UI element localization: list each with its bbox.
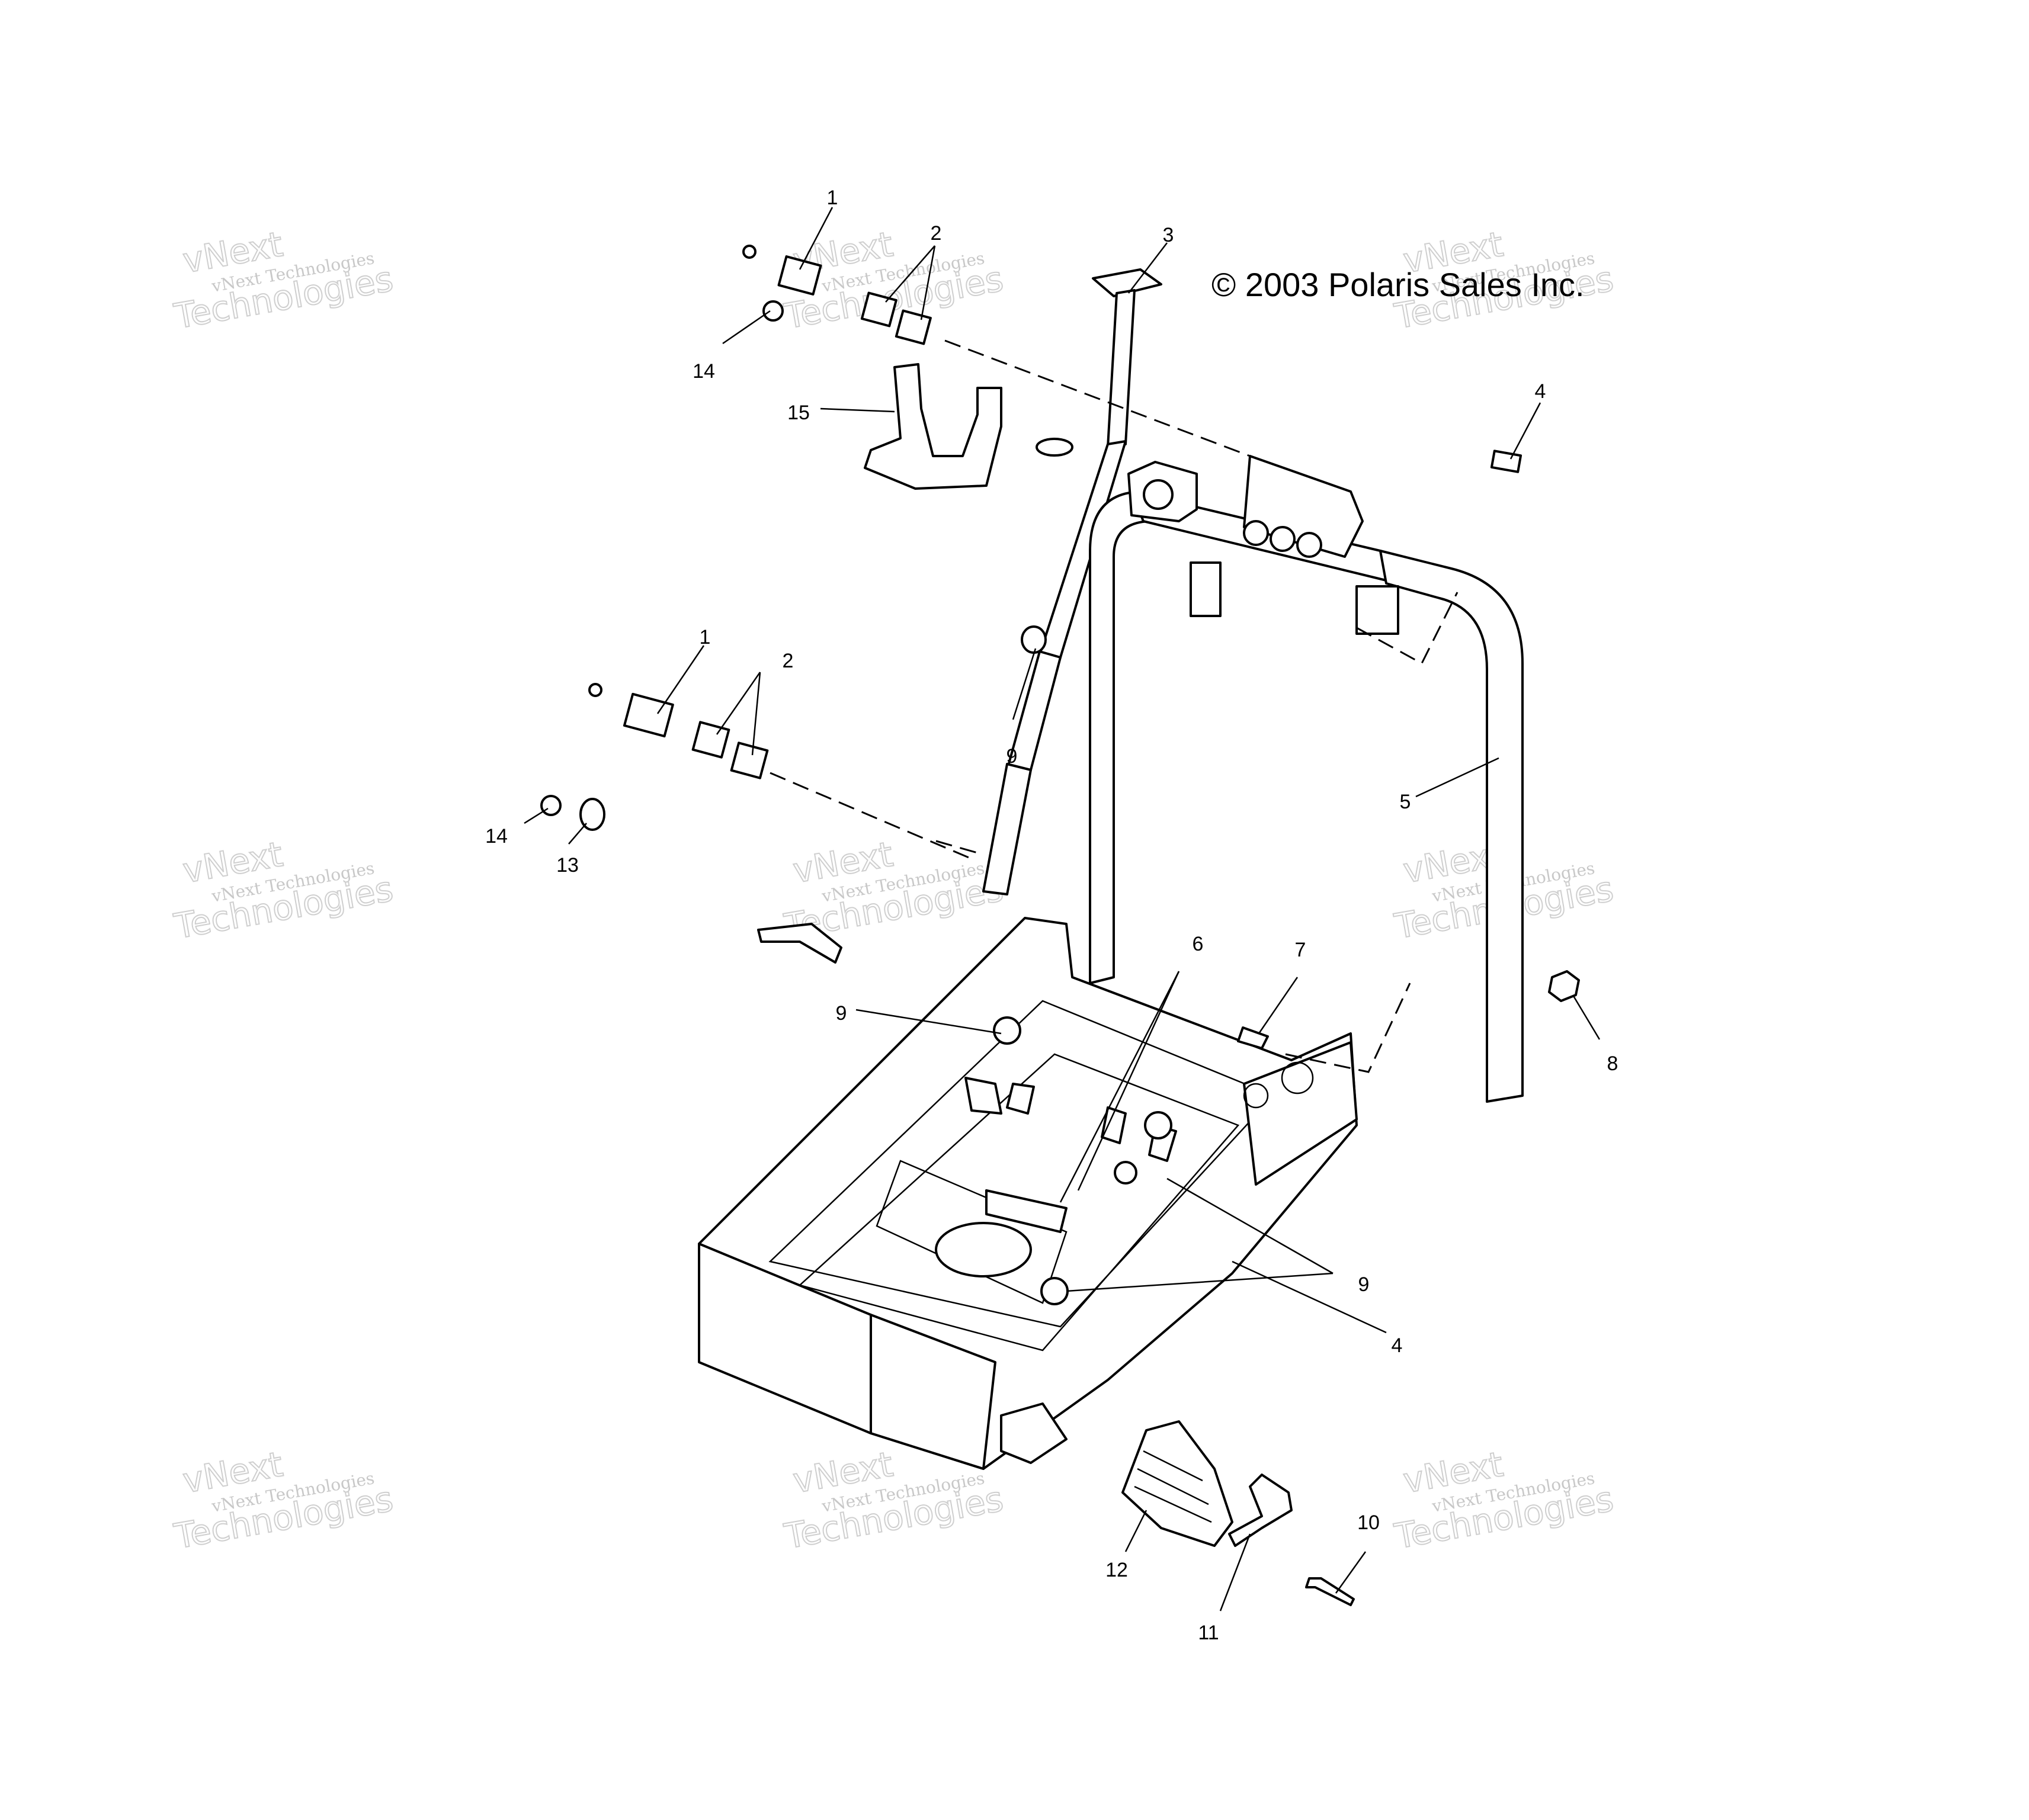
watermark: vNext vNext Technologies Technologies [171, 1443, 397, 1557]
chassis [698, 917, 1358, 1470]
callout-15: 15 [787, 402, 810, 424]
lower-clamp-set [540, 683, 769, 831]
callout-9: 9 [1007, 745, 1018, 768]
callout-13: 13 [556, 854, 579, 877]
watermark: vNext vNext Technologies Technologies [1391, 1443, 1617, 1557]
boot [1121, 1420, 1233, 1547]
callouts: 1 2 3 14 15 4 9 1 2 5 14 13 6 7 9 8 9 4 … [485, 187, 1618, 1644]
leader-lines [524, 207, 1601, 1612]
callout-1b: 1 [700, 626, 711, 649]
roll-bar [1089, 455, 1524, 1103]
steering-post [757, 268, 1162, 964]
callout-5: 5 [1400, 791, 1411, 813]
callout-9b: 9 [836, 1002, 847, 1025]
callout-4b: 4 [1392, 1334, 1403, 1357]
callout-14: 14 [693, 360, 715, 383]
callout-3: 3 [1163, 224, 1174, 246]
callout-7: 7 [1295, 939, 1306, 961]
callout-10: 10 [1357, 1511, 1380, 1534]
assembly-lines [770, 339, 1459, 1073]
callout-4: 4 [1535, 380, 1546, 403]
bolt-upper [1490, 450, 1522, 473]
callout-2b: 2 [783, 650, 794, 672]
callout-1: 1 [827, 187, 838, 209]
copyright-text: © 2003 Polaris Sales Inc. [1211, 266, 1585, 303]
callout-11: 11 [1198, 1622, 1219, 1644]
callout-14b: 14 [485, 825, 508, 848]
callout-8: 8 [1607, 1052, 1618, 1075]
screw [1305, 1577, 1355, 1606]
clip-upper [1021, 625, 1047, 654]
watermark: vNext vNext Technologies Technologies [171, 833, 397, 947]
nut-8 [1548, 970, 1580, 1002]
watermark: vNext vNext Technologies Technologies [171, 223, 397, 337]
bracket [864, 363, 1002, 490]
callout-9c: 9 [1358, 1273, 1370, 1296]
callout-6: 6 [1193, 933, 1204, 955]
callout-12: 12 [1105, 1559, 1128, 1581]
callout-2: 2 [931, 222, 942, 245]
watermark: vNext vNext Technologies Technologies [781, 223, 1007, 337]
retainer [1228, 1474, 1293, 1547]
